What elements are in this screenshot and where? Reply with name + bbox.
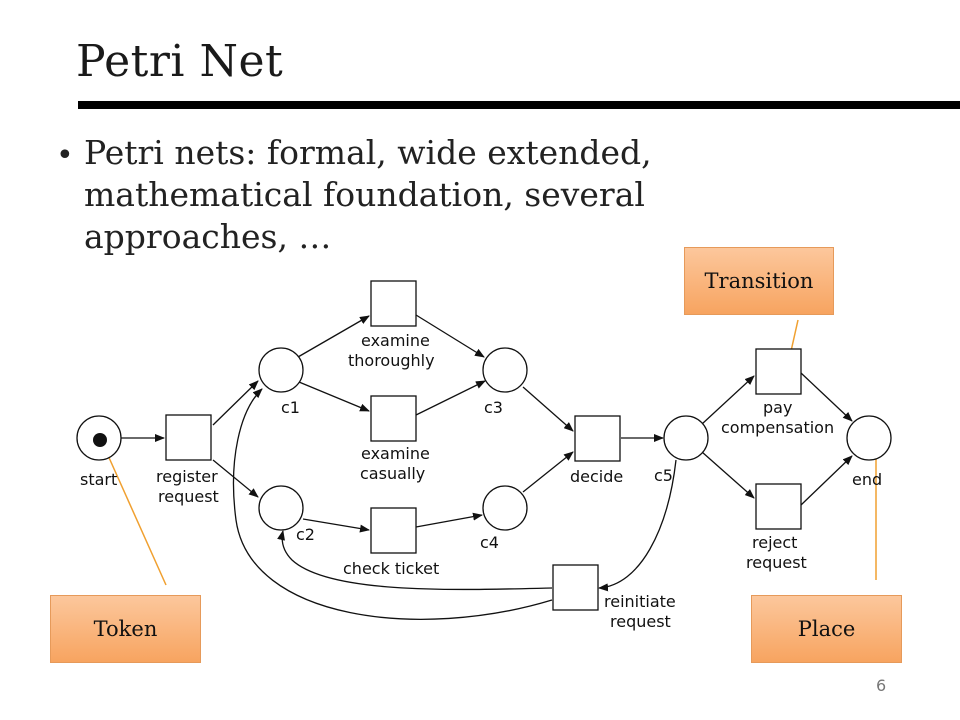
transition-pay-compensation (755, 348, 802, 395)
transition-examine-thoroughly (370, 280, 417, 327)
label-pay-2: compensation (721, 418, 834, 437)
place-c1 (258, 347, 304, 393)
slide-title: Petri Net (76, 36, 284, 87)
transition-check-ticket (370, 507, 417, 554)
arc-register-c1 (212, 380, 259, 426)
token-callout-line (101, 441, 167, 586)
arc-c2-ticket (302, 518, 370, 533)
place-end (846, 415, 892, 461)
place-c2 (258, 485, 304, 531)
arc-ticket-c4 (415, 512, 483, 528)
transition-decide (574, 415, 621, 462)
arc-reinitiate-c2 (277, 530, 553, 591)
label-c4: c4 (480, 533, 499, 552)
label-decide: decide (570, 467, 623, 486)
arc-reinitiate-c1 (232, 388, 553, 620)
page-number: 6 (876, 676, 887, 695)
label-ticket: check ticket (343, 559, 439, 578)
arc-c1-thoroughly (297, 315, 370, 358)
arc-reject-end (800, 455, 853, 506)
label-pay-1: pay (763, 398, 792, 417)
transition-reject-request (755, 483, 802, 530)
label-thoroughly-1: examine (361, 331, 430, 350)
token-dot (93, 433, 107, 447)
arc-c1-casually (298, 381, 370, 412)
label-c5: c5 (654, 466, 673, 485)
bullet-item: • Petri nets: formal, wide extended, mat… (56, 132, 716, 258)
label-reject-2: request (746, 553, 807, 572)
label-casually-1: examine (361, 444, 430, 463)
label-c3: c3 (484, 398, 503, 417)
transition-reinitiate-request (552, 564, 599, 611)
arc-thoroughly-c3 (415, 314, 485, 358)
label-reinitiate-1: reinitiate (604, 592, 676, 611)
label-register-1: register (156, 467, 218, 486)
label-c2: c2 (296, 525, 315, 544)
arc-c5-reject (701, 451, 755, 499)
callout-transition: Transition (684, 247, 834, 315)
callout-token: Token (50, 595, 201, 663)
bullet-text: Petri nets: formal, wide extended, mathe… (84, 133, 652, 256)
label-register-2: request (158, 487, 219, 506)
place-c3 (482, 347, 528, 393)
label-casually-2: casually (360, 464, 425, 483)
callout-place: Place (751, 595, 902, 663)
label-c1: c1 (281, 398, 300, 417)
place-c4 (482, 485, 528, 531)
arc-pay-end (800, 372, 853, 422)
arc-c5-pay (701, 375, 755, 425)
arc-register-c2 (212, 459, 259, 498)
label-start: start (80, 470, 117, 489)
label-reject-1: reject (752, 533, 797, 552)
arc-casually-c3 (415, 380, 486, 416)
arc-c5-reinitiate (598, 459, 677, 592)
label-reinitiate-2: request (610, 612, 671, 631)
arc-c4-decide (522, 451, 574, 493)
place-c5 (663, 415, 709, 461)
bullet-dot: • (56, 138, 74, 173)
arc-c3-decide (522, 386, 574, 432)
transition-register-request (165, 414, 212, 461)
label-end: end (852, 470, 882, 489)
label-thoroughly-2: thoroughly (348, 351, 435, 370)
transition-examine-casually (370, 395, 417, 442)
title-rule (78, 101, 960, 109)
